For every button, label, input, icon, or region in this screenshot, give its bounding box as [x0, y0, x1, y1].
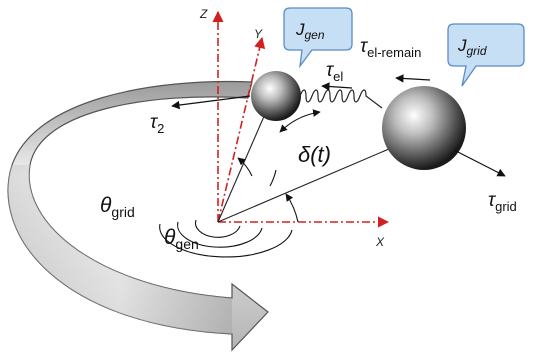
callout-jgen: Jgen [283, 7, 353, 69]
x-axis-label: X [375, 235, 385, 249]
rotation-band-arrow [7, 80, 269, 352]
torque-el-remain-arrow [395, 74, 431, 83]
y-axis-label: Y [254, 27, 263, 41]
tau-2-label: τ2 [150, 112, 164, 136]
theta-grid-label: θgrid [100, 194, 135, 220]
tau-grid-label: τgrid [488, 190, 517, 214]
jgrid-sub: grid [467, 44, 487, 58]
svg-text:Jgrid: Jgrid [457, 36, 487, 58]
grid-mass [382, 86, 466, 170]
tau-el-label: τel [326, 60, 343, 84]
jgen-sub: gen [305, 28, 325, 42]
torque-grid-arrow [453, 149, 506, 177]
tau-el-remain-label: τel-remain [360, 36, 421, 60]
delta-label: δ(t) [298, 142, 331, 167]
svg-text:Jgen: Jgen [295, 20, 325, 42]
jgrid-base: J [457, 36, 467, 55]
theta-gen-label: θgen [164, 226, 199, 252]
jgen-base: J [295, 20, 305, 39]
torque-el-arrow [321, 82, 353, 91]
y-axis [217, 36, 266, 223]
coordinate-axes: Z Y X [199, 7, 390, 249]
z-axis-label: Z [199, 7, 208, 21]
callout-jgrid: Jgrid [447, 23, 525, 87]
coupling-spring [299, 89, 383, 109]
torque-2-arrow [171, 95, 251, 110]
generator-mass [251, 71, 301, 121]
angle-arcs [159, 109, 321, 258]
